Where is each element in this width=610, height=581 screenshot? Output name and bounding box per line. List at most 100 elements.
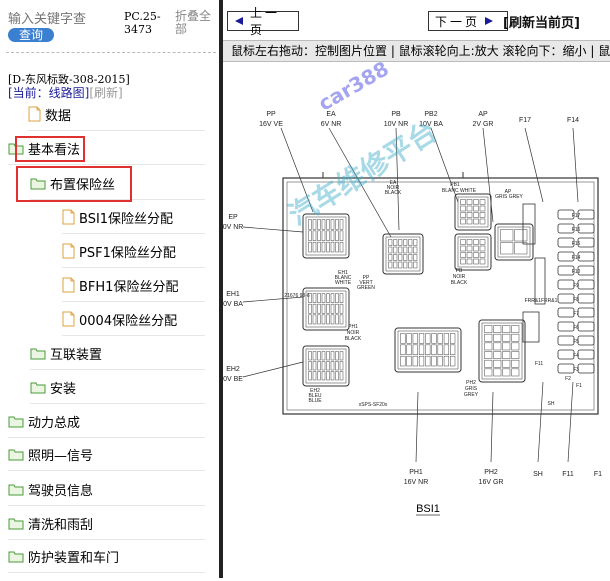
prev-page-button[interactable]: 上一页 xyxy=(227,6,299,37)
tree-item[interactable]: 防护装置和车门 xyxy=(8,545,119,567)
next-page-button[interactable]: 下一页 xyxy=(428,11,508,31)
tree-separator xyxy=(62,267,205,268)
collapse-all-link[interactable]: 折叠全部 xyxy=(175,9,212,36)
tree-item-label: BFH1保险丝分配 xyxy=(79,279,179,295)
diagram-label: 21676 98-6 xyxy=(284,293,310,299)
diagram-label: BLACK xyxy=(451,280,468,286)
tree-item[interactable]: 基本看法 xyxy=(8,137,80,159)
page-icon xyxy=(62,277,75,293)
fuse-slot xyxy=(577,265,595,276)
search-input[interactable] xyxy=(8,12,116,27)
next-page-label: 下一页 xyxy=(435,14,481,29)
arrow-right-icon xyxy=(485,17,494,25)
diagram-label: NOIR xyxy=(347,330,360,336)
tree-item[interactable]: 0004保险丝分配 xyxy=(62,308,177,330)
tree-separator xyxy=(28,130,205,131)
fuse-label: F14 xyxy=(572,255,581,261)
diagram-label: 10V NR xyxy=(384,121,409,128)
diagram-label: PH1 xyxy=(348,324,358,330)
fuse-slot xyxy=(577,307,595,318)
fuse-slot xyxy=(577,335,595,346)
search-button[interactable]: 查询 xyxy=(8,28,54,42)
viewer-toolbar: 上一页 下一页 [刷新当前页] xyxy=(223,0,602,38)
tree-item[interactable]: 动力总成 xyxy=(8,410,80,432)
tree-separator xyxy=(62,233,205,234)
connector-pb xyxy=(454,233,492,271)
connector-ap xyxy=(494,223,534,261)
diagram-label: F2 xyxy=(565,376,571,382)
diagram-label: FRR&1FRR&1 xyxy=(525,298,558,304)
highlight-box xyxy=(15,136,85,162)
leader-lines xyxy=(242,127,579,463)
tree-item-label: 清洗和雨刮 xyxy=(28,517,94,533)
tree-item[interactable]: 布置保险丝 xyxy=(30,172,115,194)
diagram-label: PB xyxy=(456,268,463,274)
fuse-slot xyxy=(577,363,595,374)
fuse-slot xyxy=(577,251,595,262)
fuse-slot xyxy=(577,279,595,290)
page-icon xyxy=(28,106,41,122)
housing-inner xyxy=(286,181,595,411)
diagram-label: SH xyxy=(533,471,543,478)
diagram-label: F14 xyxy=(567,117,579,124)
fuse-label: F15 xyxy=(572,241,581,247)
tree-item-label: 基本看法 xyxy=(28,142,81,158)
fuse-slot xyxy=(557,335,575,346)
hint-bar: 鼠标左右拖动：控制图片位置 | 鼠标滚轮向上:放大 滚轮向下：缩小 | 鼠 xyxy=(223,40,610,62)
fuse-slot xyxy=(577,321,595,332)
tree-item[interactable]: 互联装置 xyxy=(30,342,102,364)
tree-item-label: 数据 xyxy=(45,108,72,124)
tree-item[interactable]: 安装 xyxy=(30,376,76,398)
sidebar: 查询 PC.25-3473 折叠全部 [D-东风标致-308-2015] [当前… xyxy=(0,0,219,578)
tree-item[interactable]: 驾驶员信息 xyxy=(8,478,93,500)
refresh-page-button[interactable]: [刷新当前页] xyxy=(503,16,580,31)
fuse-slot xyxy=(557,321,575,332)
diagram-label: BLEU xyxy=(308,393,321,399)
diagram-label: BLACK xyxy=(385,190,402,196)
fuse-slot xyxy=(557,251,575,262)
fuse-slot xyxy=(557,223,575,234)
tree-item[interactable]: BFH1保险丝分配 xyxy=(62,274,178,296)
diagram-title: BSI1 xyxy=(416,503,440,515)
tree-item[interactable]: PSF1保险丝分配 xyxy=(62,240,176,262)
tree-item[interactable]: 照明—信号 xyxy=(8,443,93,465)
fuse-label: F4 xyxy=(573,353,579,359)
tree-item[interactable]: 数据 xyxy=(28,103,71,125)
tree-item[interactable]: 清洗和雨刮 xyxy=(8,512,93,534)
page-icon xyxy=(62,209,75,225)
fuse-slot xyxy=(577,209,595,220)
fuse-slot xyxy=(557,209,575,220)
diagram-label: EH2 xyxy=(226,366,240,373)
fuse-label: F6 xyxy=(573,325,579,331)
diagram-label: GRIS xyxy=(465,386,478,392)
tree-separator xyxy=(8,572,205,573)
tree-separator xyxy=(8,164,205,165)
fuse-label: F3 xyxy=(573,367,579,373)
diagram-label: GREEN xyxy=(357,285,375,291)
current-location: [当前：线路图][刷新] xyxy=(8,84,123,101)
diagram-label: 16V VE xyxy=(259,121,283,128)
page-icon xyxy=(62,243,75,259)
refresh-link[interactable]: [刷新] xyxy=(89,86,123,100)
diagram-label: EP xyxy=(228,214,238,221)
fuse-slot xyxy=(557,279,575,290)
diagram-label: 16V GR xyxy=(479,479,504,486)
diagram-label: xSPS-SF20x xyxy=(359,402,388,408)
folder-icon xyxy=(30,381,46,394)
fuse-slot xyxy=(557,307,575,318)
fuse-slot xyxy=(557,293,575,304)
diagram-label: PB1 xyxy=(450,182,460,188)
diagram-label: EA xyxy=(390,180,397,186)
panel-divider[interactable] xyxy=(219,0,223,578)
diagram-label: F1 xyxy=(576,383,582,389)
tree-item-label: 安装 xyxy=(50,381,77,397)
fuse-label: F9 xyxy=(573,283,579,289)
diagram-label: PP xyxy=(266,111,276,118)
fuse-label: F8 xyxy=(573,297,579,303)
diagram-label: 16V NR xyxy=(404,479,429,486)
tree-separator xyxy=(8,437,205,438)
tree-item[interactable]: BSI1保险丝分配 xyxy=(62,206,173,228)
diagram-label: GREY xyxy=(464,392,479,398)
diagram-label: AP xyxy=(478,111,488,118)
